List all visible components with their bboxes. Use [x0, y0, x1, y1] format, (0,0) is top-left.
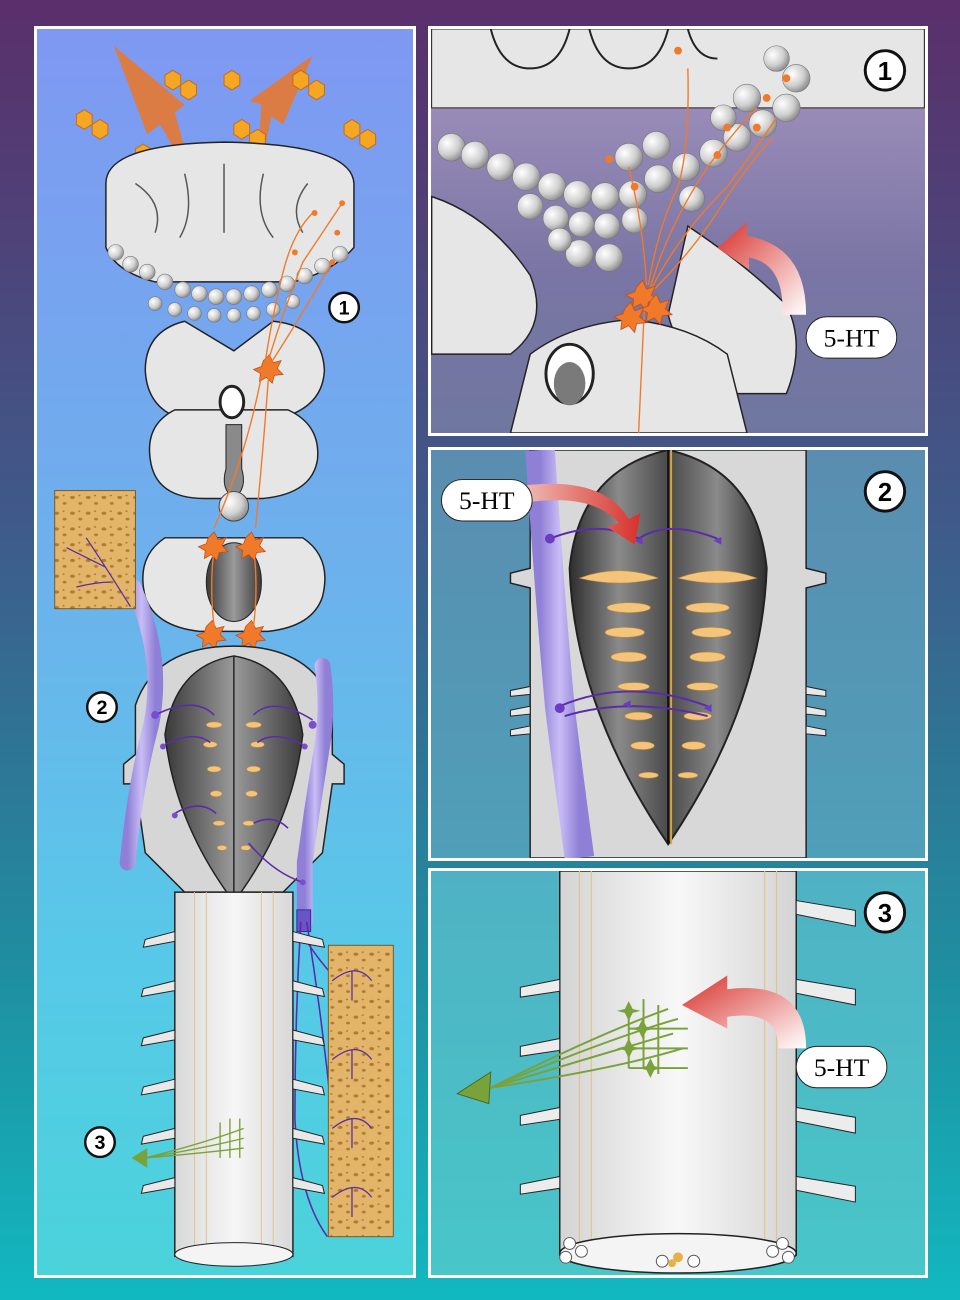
- purple-neurons: [154, 704, 363, 1238]
- orange-arrow-right: [249, 55, 313, 194]
- panel1-orange-fibers: [628, 68, 778, 433]
- orange-arrow-left: [113, 45, 195, 184]
- purple-fiber-left: [119, 579, 164, 871]
- panel1-orange-somata: [612, 279, 674, 334]
- panel2-purple-neurons: [549, 527, 718, 718]
- purple-fiber-right: [296, 657, 334, 930]
- panel1-5ht-label: 5-HT: [805, 316, 898, 359]
- svg-text:3: 3: [95, 1132, 106, 1154]
- panel3-5ht-label: 5-HT: [795, 1045, 888, 1089]
- cell-cluster: [107, 244, 349, 323]
- panel-1-illustration: 5-HT 1: [431, 29, 925, 433]
- svg-text:2: 2: [878, 479, 892, 507]
- overview-illustration: 1 2 3: [54, 45, 394, 1267]
- panel1-red-arrow: [717, 222, 807, 315]
- panel3-green-arrow: [456, 1071, 492, 1105]
- marker-3: 3: [84, 1126, 116, 1159]
- green-arrow: [131, 1148, 148, 1168]
- panel3-spinal-cord: [559, 871, 797, 1257]
- green-neurons: [145, 1118, 244, 1159]
- detail-panel-2: 5-HT 2: [428, 447, 928, 861]
- nerve-roots: [140, 930, 326, 1194]
- detail-panel-3: 5-HT 3: [428, 868, 928, 1278]
- svg-text:1: 1: [878, 58, 892, 86]
- svg-text:5-HT: 5-HT: [814, 1053, 870, 1082]
- panel2-red-arrow: [500, 483, 641, 545]
- panel3-roots: [519, 899, 856, 1203]
- svg-text:2: 2: [96, 697, 107, 719]
- panel2-5ht-label: 5-HT: [440, 479, 533, 522]
- svg-text:5-HT: 5-HT: [459, 486, 515, 515]
- panel-3-illustration: 5-HT 3: [456, 871, 907, 1274]
- purple-cell-bodies: [151, 711, 317, 886]
- detail-panel-1: 5-HT 1: [428, 26, 928, 436]
- gland-block-top: [54, 490, 136, 610]
- panel1-number: 1: [863, 49, 907, 92]
- overview-panel: 1 2 3: [34, 26, 416, 1278]
- tan-cells: [203, 721, 265, 851]
- svg-text:5-HT: 5-HT: [824, 323, 880, 352]
- spinal-cord: [174, 891, 294, 1258]
- panel2-tan-cells: [578, 570, 758, 779]
- marker-1: 1: [328, 291, 361, 324]
- panel1-orange-dots: [605, 46, 791, 191]
- panel1-cell-cluster: [437, 45, 811, 272]
- panel2-number: 2: [863, 470, 907, 513]
- serotonergic-neurons-rostral: [195, 354, 284, 650]
- orange-dots: [291, 200, 346, 266]
- cord-stripes: [193, 892, 274, 1257]
- svg-text:1: 1: [339, 297, 350, 319]
- forebrain-section: [105, 141, 355, 283]
- svg-text:3: 3: [878, 900, 892, 928]
- panel2-purple-fiber: [525, 450, 595, 858]
- panel3-green-neurons: [490, 999, 688, 1089]
- panel3-number: 3: [863, 891, 907, 934]
- marker-2: 2: [85, 691, 118, 724]
- panel3-red-arrow: [681, 975, 807, 1049]
- panel-2-illustration: 5-HT 2: [440, 450, 907, 858]
